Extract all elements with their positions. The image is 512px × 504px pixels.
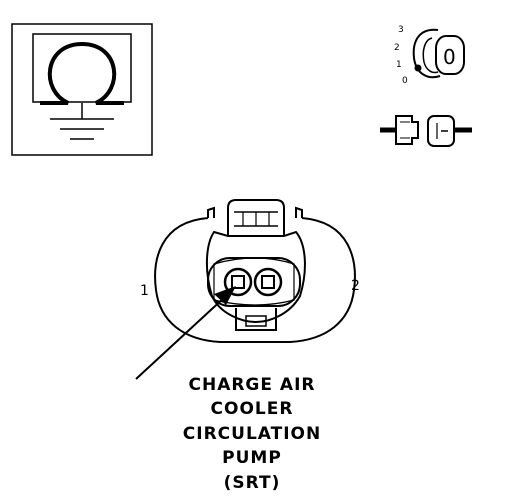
ignition-key-glyph: 0 (443, 45, 456, 69)
ohmmeter-ground-icon (11, 23, 153, 156)
ignition-position-0: 0 (402, 76, 408, 86)
pin-1-label: 1 (140, 283, 149, 299)
ignition-position-2: 2 (394, 43, 400, 53)
ignition-key-off-icon: 3 2 1 0 0 (394, 25, 465, 86)
caption-line-5: (SRT) (224, 473, 281, 493)
caption-line-3: CIRCULATION (183, 424, 321, 444)
connector-face-view (154, 199, 356, 343)
ignition-position-3: 3 (398, 25, 404, 35)
leader-arrow (135, 286, 236, 380)
caption-line-4: PUMP (222, 448, 282, 468)
connector-disconnected-icon (380, 115, 472, 147)
ignition-position-1: 1 (396, 60, 402, 70)
caption-line-2: COOLER (211, 399, 294, 419)
pin-2-label: 2 (351, 278, 360, 294)
caption-line-1: CHARGE AIR (188, 375, 315, 395)
connector-caption: CHARGE AIR COOLER CIRCULATION PUMP (SRT) (183, 375, 321, 493)
